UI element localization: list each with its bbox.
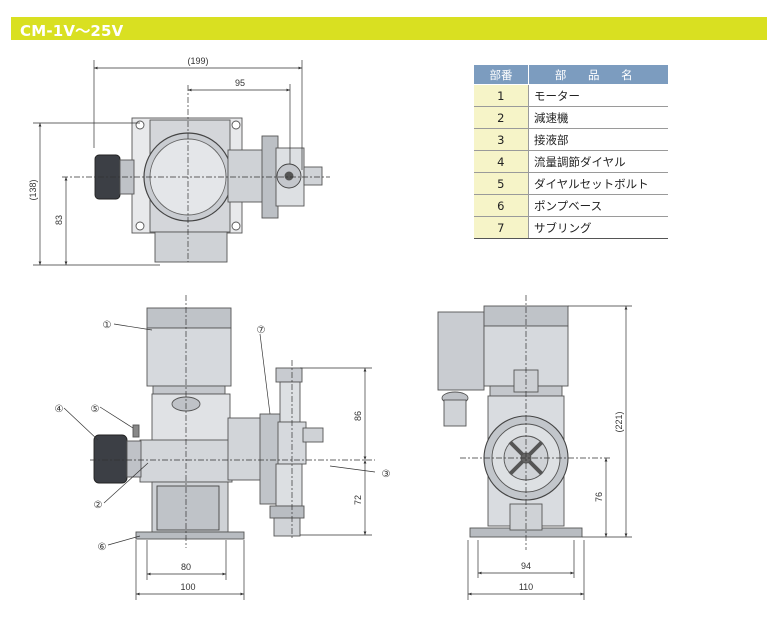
callout-2: ② [94, 500, 103, 511]
part-number: 7 [473, 216, 529, 239]
dim-side-lower: 76 [594, 492, 604, 502]
dim-top-offset: 95 [235, 78, 245, 88]
dim-side-outer-width: 110 [519, 582, 533, 592]
callout-3: ③ [382, 469, 391, 480]
parts-table-header-number: 部番 [473, 64, 529, 85]
parts-table-header-name: 部 品 名 [528, 64, 669, 85]
callouts: ① ④ ⑤ ② ⑥ ⑦ ③ [55, 320, 391, 553]
part-name: モーター [528, 84, 668, 107]
part-number: 3 [473, 128, 529, 151]
parts-table-header-row: 部番 部 品 名 [473, 64, 669, 85]
part-number: 6 [473, 194, 529, 217]
dim-top-lower: 83 [54, 215, 64, 225]
dim-side-inner-width: 94 [521, 561, 531, 571]
dim-front-lower: 72 [353, 495, 363, 505]
part-name: サブリング [528, 216, 668, 239]
part-name: 接液部 [528, 128, 668, 151]
title-bar: CM-1V～25V [11, 17, 767, 40]
part-number: 2 [473, 106, 529, 129]
top-view-dimensions [33, 60, 330, 266]
dim-top-height: (138) [28, 179, 38, 200]
dim-top-width: (199) [187, 56, 208, 66]
part-name: ダイヤルセットボルト [528, 172, 668, 195]
side-view [437, 305, 583, 538]
front-view-dimensions [63, 295, 376, 600]
part-number: 4 [473, 150, 529, 173]
top-view [94, 117, 323, 263]
callout-6: ⑥ [98, 542, 107, 553]
side-view-dimensions [460, 295, 632, 600]
front-view [93, 307, 324, 540]
part-name: ポンプベース [528, 194, 668, 217]
part-name: 減速機 [528, 106, 668, 129]
page-title: CM-1V～25V [20, 22, 124, 40]
dim-front-inner-width: 80 [181, 562, 191, 572]
dim-side-height: (221) [614, 411, 624, 432]
dim-front-upper: 86 [353, 411, 363, 421]
callout-5: ⑤ [91, 404, 100, 415]
part-number: 5 [473, 172, 529, 195]
part-name: 流量調節ダイヤル [528, 150, 668, 173]
callout-4: ④ [55, 404, 64, 415]
callout-7: ⑦ [257, 325, 266, 336]
part-number: 1 [473, 84, 529, 107]
dim-front-outer-width: 100 [180, 582, 195, 592]
callout-1: ① [103, 320, 112, 331]
